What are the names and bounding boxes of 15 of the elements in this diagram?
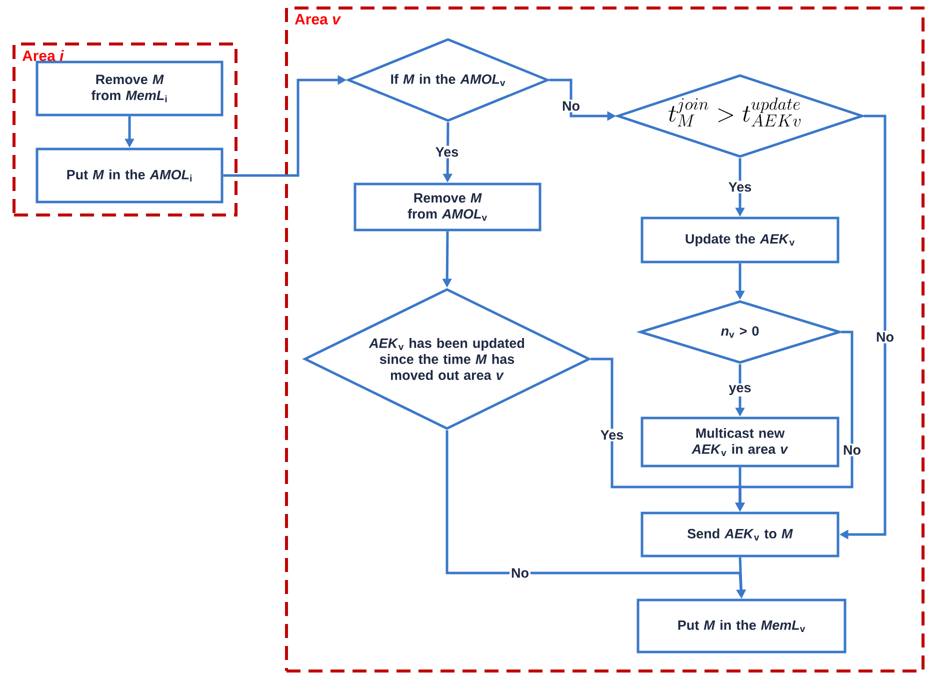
process-box: Put M in the AMOL$_{i}$ <box>36 148 224 204</box>
edge-label: No <box>874 330 896 344</box>
edge-label: Yes <box>598 428 626 442</box>
edge-label: No <box>842 444 862 456</box>
process-box: Update the AEK$_{v}$ <box>640 216 840 264</box>
process-box: Put M in the MemL$_{v}$ <box>636 598 846 654</box>
edge-label: No <box>510 566 530 580</box>
edge-label: yes <box>727 383 753 397</box>
edge-label: No <box>560 100 582 112</box>
edge-label: Yes <box>726 180 754 194</box>
edge-label: Yes <box>434 146 460 158</box>
process-box: Remove M from AMOL$_{v}$ <box>354 182 542 232</box>
process-box: Send AEK$_{v}$ to M <box>640 512 840 558</box>
process-box: Multicast new AEK$_{v}$ in area v <box>640 416 840 468</box>
process-box: Remove M from MemL$_{i}$ <box>36 60 224 116</box>
